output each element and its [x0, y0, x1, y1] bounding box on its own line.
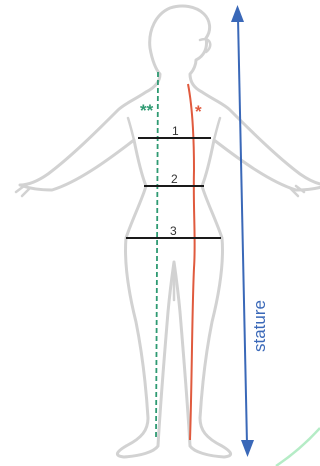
body-silhouette — [16, 6, 320, 457]
stature-arrow — [231, 5, 254, 457]
front-length-marker: ** — [140, 101, 154, 120]
corner-accent-arc — [276, 428, 320, 466]
stature-arrow-shaft — [238, 18, 247, 444]
stature-label: stature — [250, 300, 269, 352]
measure-label-1: 1 — [172, 124, 179, 138]
back-length-marker: * — [195, 102, 202, 121]
measure-label-3: 3 — [170, 224, 177, 238]
measure-label-2: 2 — [171, 172, 178, 186]
stature-arrow-head-top — [231, 5, 244, 22]
stature-arrow-head-bottom — [241, 440, 254, 457]
